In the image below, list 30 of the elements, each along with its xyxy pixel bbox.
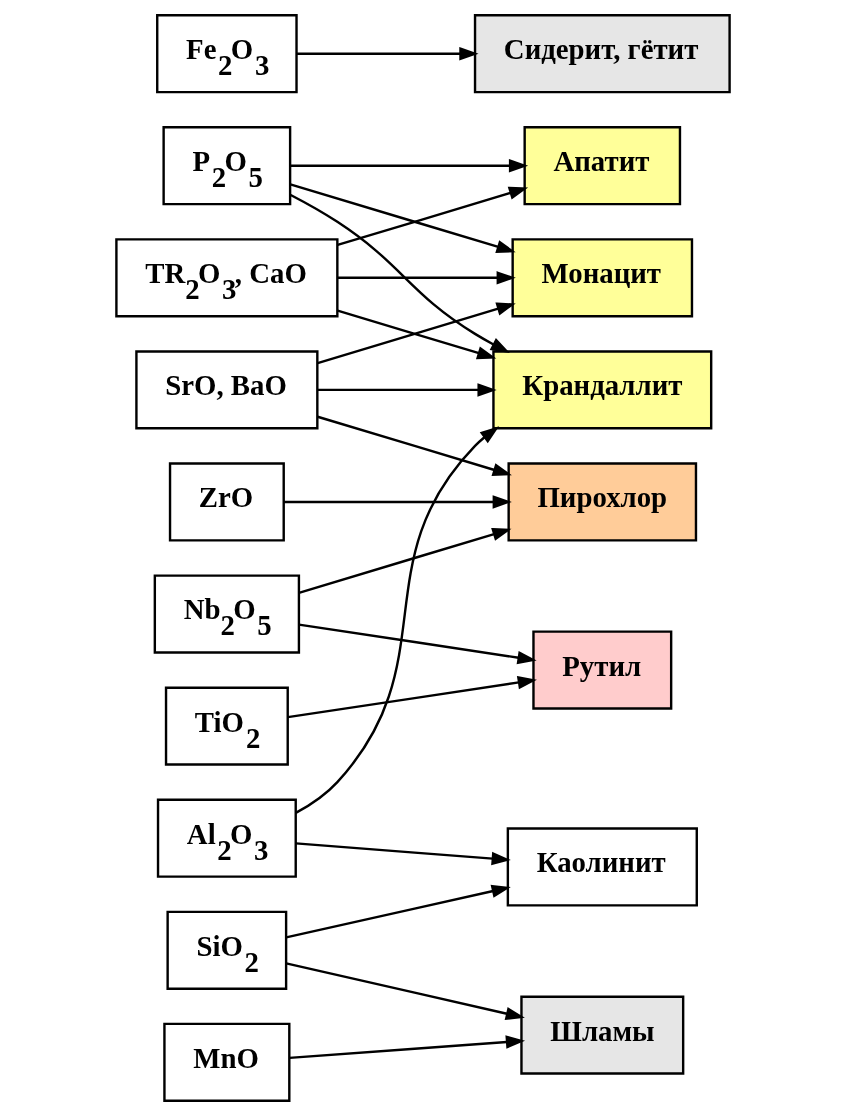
node-box: Апатит xyxy=(523,126,682,206)
arrow xyxy=(295,426,500,814)
arrow xyxy=(290,159,529,173)
node-box: Крандаллит xyxy=(492,350,713,430)
node-box: MnO xyxy=(163,1022,291,1102)
arrow xyxy=(317,383,497,397)
node-box: Пирохлор xyxy=(507,462,698,542)
arrow xyxy=(337,309,497,360)
arrow xyxy=(285,962,525,1021)
arrow xyxy=(295,842,511,866)
node-box: Каолинит xyxy=(506,827,698,907)
arrow xyxy=(298,527,512,594)
arrow xyxy=(290,183,516,254)
arrow xyxy=(317,415,512,477)
node-box: Сидерит, гётит xyxy=(473,14,731,94)
node-box: Монацит xyxy=(511,238,694,318)
arrow xyxy=(283,495,512,509)
arrow xyxy=(317,302,516,365)
arrow xyxy=(289,1035,526,1060)
arrow xyxy=(285,884,511,939)
node-box: Рутил xyxy=(532,630,673,710)
node-box: SrO, BaO xyxy=(135,350,319,430)
node-box: ZrO xyxy=(168,462,285,542)
arrow xyxy=(289,193,510,353)
arrow xyxy=(337,186,529,247)
arrow xyxy=(287,675,537,719)
node-box: Шламы xyxy=(520,995,685,1075)
arrow xyxy=(296,46,479,61)
arrow xyxy=(298,623,537,665)
arrow xyxy=(337,271,516,285)
